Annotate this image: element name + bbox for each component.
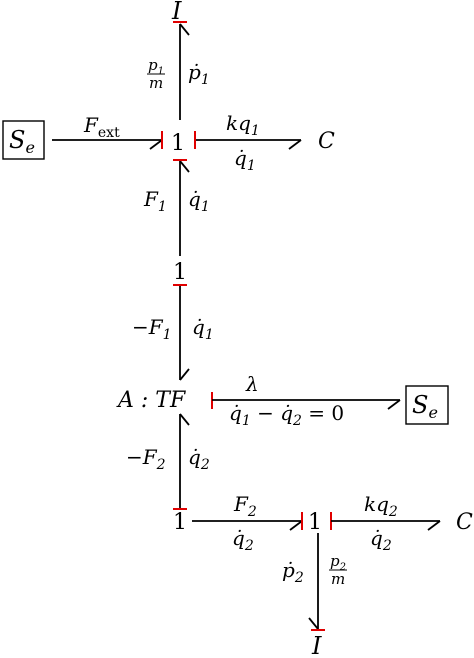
effort-label: kq1 bbox=[226, 111, 260, 139]
effort-label: −F1 bbox=[132, 315, 172, 343]
node-one-junction-bottom-right: 1 bbox=[308, 510, 322, 535]
effort-label: F2 bbox=[233, 492, 257, 520]
bond-transformer-to-1-bottom-left: −F2 q̇2 bbox=[126, 413, 210, 510]
half-arrow bbox=[387, 399, 401, 410]
bond-1-to-inertia-top: p1 m ṗ1 bbox=[147, 21, 210, 120]
svg-text:p1: p1 bbox=[148, 56, 164, 77]
half-arrow bbox=[288, 139, 302, 150]
half-arrow bbox=[149, 139, 163, 150]
half-arrow bbox=[308, 617, 319, 630]
effort-label: p2 m bbox=[329, 552, 347, 588]
svg-text:m: m bbox=[149, 74, 163, 92]
bond-1-bottom-right-to-inertia: ṗ2 p2 m bbox=[282, 533, 347, 631]
half-arrow bbox=[179, 413, 190, 426]
svg-text:Se: Se bbox=[9, 126, 35, 157]
flow-label: q̇1 − q̇2 = 0 bbox=[229, 401, 344, 429]
node-inertia-bottom: I bbox=[311, 632, 322, 658]
svg-text:Se: Se bbox=[412, 391, 438, 422]
source-effort-left-box bbox=[2, 120, 45, 160]
bond-1-top-to-capacitor: kq1 q̇1 bbox=[194, 111, 302, 174]
bond-transformer-to-source-effort-right: λ q̇1 − q̇2 = 0 bbox=[211, 372, 401, 429]
flow-label: q̇1 bbox=[192, 315, 214, 343]
flow-label: q̇2 bbox=[188, 445, 210, 473]
node-one-junction-bottom-left: 1 bbox=[173, 510, 187, 535]
bond-source-effort-to-1-top: Fext bbox=[52, 113, 163, 150]
half-arrow bbox=[427, 520, 441, 531]
node-source-effort-left: Se bbox=[2, 120, 45, 160]
svg-text:m: m bbox=[331, 570, 345, 588]
effort-label: λ bbox=[245, 372, 259, 396]
half-arrow bbox=[289, 520, 303, 531]
flow-label: ṗ2 bbox=[282, 558, 304, 586]
half-arrow bbox=[179, 160, 190, 173]
effort-label: Fext bbox=[83, 113, 120, 141]
flow-label: q̇2 bbox=[232, 526, 254, 554]
bond-1-mid-to-1-top: F1 q̇1 bbox=[143, 159, 210, 256]
flow-label: q̇1 bbox=[234, 146, 256, 174]
node-source-effort-right: Se bbox=[405, 385, 449, 425]
half-arrow bbox=[179, 23, 190, 36]
effort-label: p1 m bbox=[147, 56, 165, 92]
source-effort-right-box bbox=[405, 385, 449, 425]
half-arrow bbox=[179, 368, 190, 381]
flow-label: ṗ1 bbox=[188, 60, 210, 88]
effort-label: F1 bbox=[143, 187, 167, 215]
bond-1-mid-to-transformer: −F1 q̇1 bbox=[132, 284, 214, 381]
svg-text:p2: p2 bbox=[330, 552, 346, 573]
effort-label: kq2 bbox=[364, 492, 398, 520]
node-transformer: A : TF bbox=[116, 388, 186, 413]
node-one-junction-mid: 1 bbox=[173, 260, 187, 285]
bond-1-bottom-right-to-capacitor: kq2 q̇2 bbox=[330, 492, 441, 554]
node-one-junction-top: 1 bbox=[171, 131, 185, 156]
node-capacitor-top: C bbox=[318, 129, 335, 154]
bond-1-bottom-left-to-1-bottom-right: F2 q̇2 bbox=[192, 492, 303, 554]
effort-label: −F2 bbox=[126, 445, 166, 473]
flow-label: q̇1 bbox=[188, 187, 210, 215]
node-inertia-top: I bbox=[171, 0, 182, 25]
node-capacitor-bottom: C bbox=[456, 510, 473, 535]
flow-label: q̇2 bbox=[370, 526, 392, 554]
